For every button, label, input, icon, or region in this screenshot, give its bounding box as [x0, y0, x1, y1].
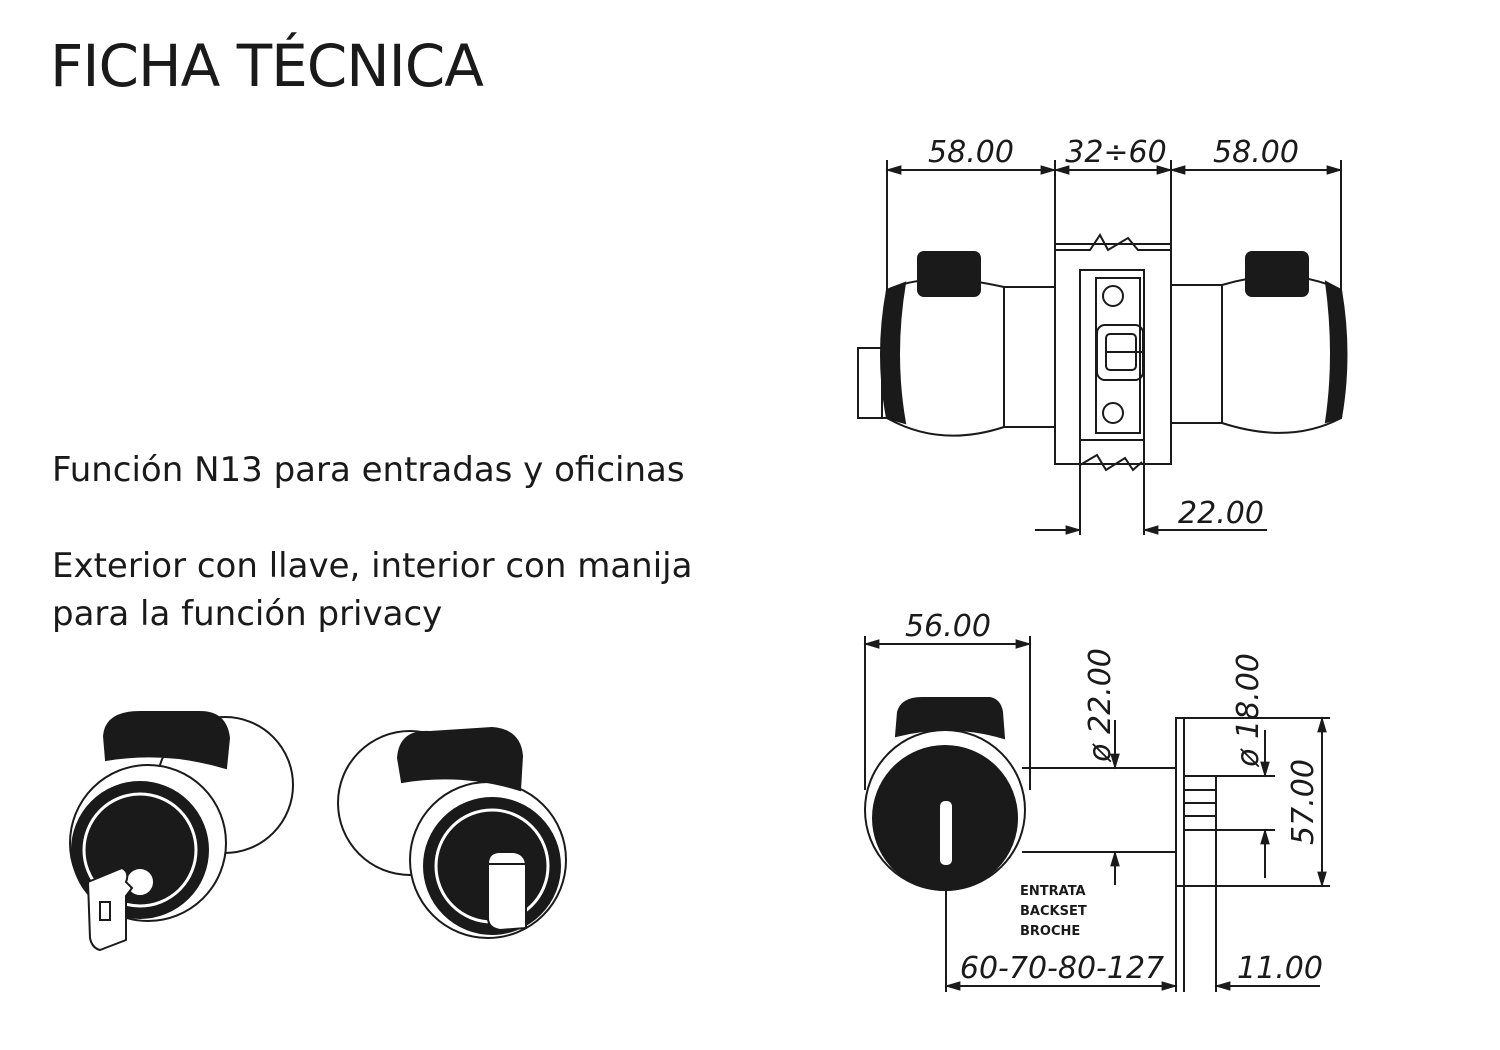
dim-backset: 60-70-80-127 [960, 951, 1164, 986]
dim-right-knob: 58.00 [1213, 135, 1299, 170]
dim-door-thickness: 32÷60 [1065, 135, 1166, 170]
top-view-drawing [857, 160, 1348, 535]
function-description: Función N13 para entradas y oficinas [52, 450, 685, 490]
sheet-title: FICHA TÉCNICA [50, 32, 484, 100]
dim-left-knob: 58.00 [928, 135, 1014, 170]
backset-label-1: ENTRATA [1020, 884, 1086, 899]
dim-latch: 22.00 [1178, 496, 1264, 531]
side-view-drawing [863, 636, 1330, 992]
dim-rose-diameter: ø 18.00 [1231, 653, 1266, 768]
dim-plate-height: 57.00 [1286, 759, 1321, 845]
exterior-knob-with-key [69, 711, 294, 952]
dim-hole-diameter: ø 22.00 [1083, 648, 1118, 763]
dim-plate-thickness: 11.00 [1237, 951, 1323, 986]
backset-label-2: BACKSET [1020, 904, 1087, 919]
dim-knob-diameter: 56.00 [905, 609, 991, 644]
usage-description: Exterior con llave, interior con manija … [52, 546, 693, 634]
backset-label-3: BROCHE [1020, 924, 1080, 939]
interior-knob-with-turn [337, 726, 567, 939]
